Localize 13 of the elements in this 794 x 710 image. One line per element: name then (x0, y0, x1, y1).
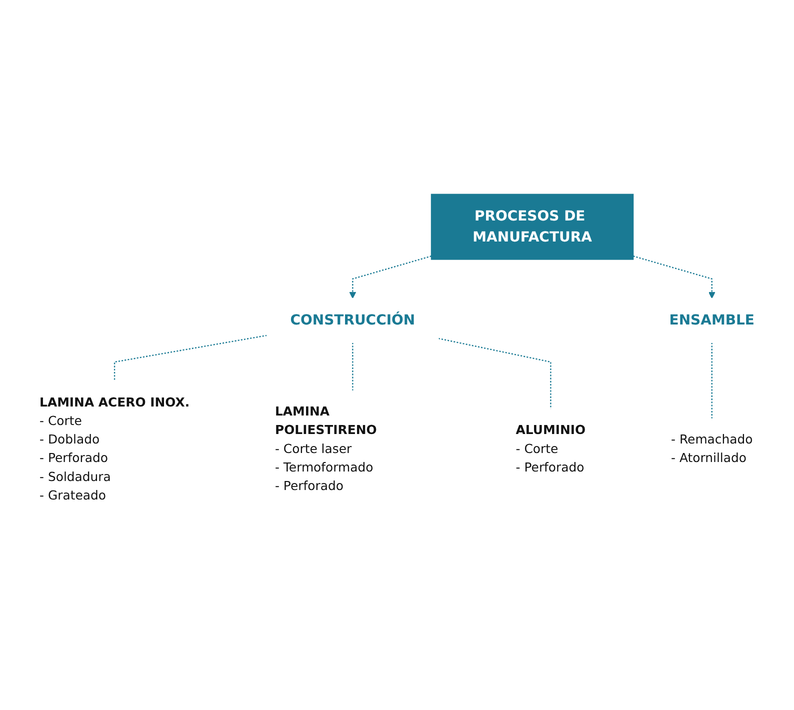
node-box: PROCESOS DE MANUFACTURA (430, 193, 634, 260)
node-text: LAMINA ACERO INOX. - Corte - Doblado - Perforado - Soldadura - Grateado (40, 394, 190, 502)
connector (711, 342, 712, 418)
node-text: LAMINA POLIESTIRENO - Corte laser - Termoformado - Perforado (275, 404, 377, 493)
node-text: ENSAMBLE (669, 312, 754, 328)
node-text: - Remachado - Atornillado (671, 432, 753, 465)
arrow (349, 255, 432, 298)
arrow (633, 255, 716, 298)
node-text: CONSTRUCCIÓN (290, 312, 416, 328)
connector (114, 334, 268, 382)
connector (438, 337, 552, 409)
connector (352, 342, 354, 390)
node-text: ALUMINIO - Corte - Perforado (516, 422, 586, 474)
